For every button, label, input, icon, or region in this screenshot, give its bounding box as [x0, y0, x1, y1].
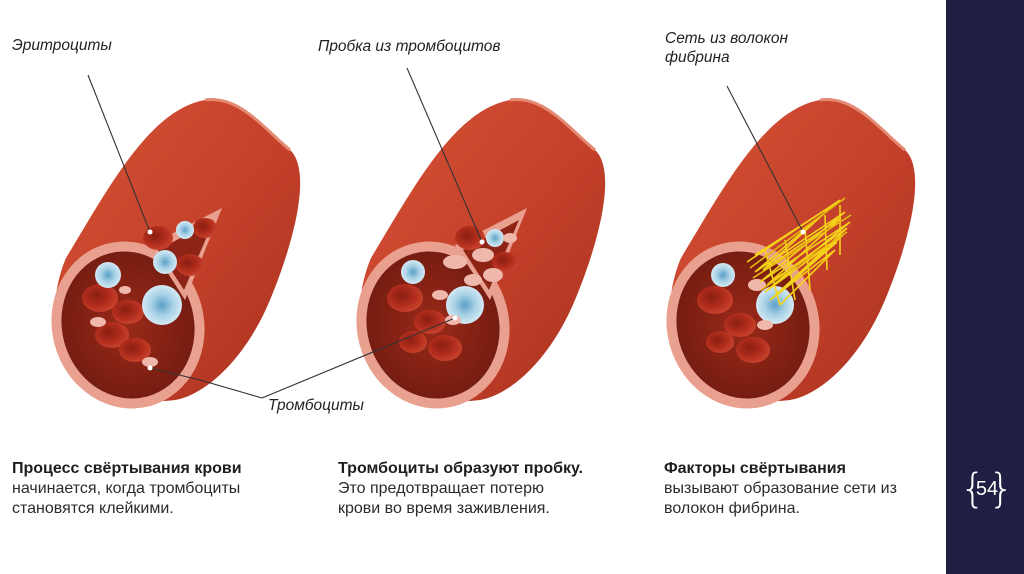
caption-1-line-2: становятся клейкими. — [12, 500, 174, 517]
right-brace-icon: } — [988, 466, 1014, 512]
page-number-value: 54 — [975, 478, 999, 500]
label-platelets: Тромбоциты — [268, 397, 364, 414]
page-number: { 54 } — [960, 466, 1014, 516]
label-platelet-plug: Пробка из тромбоцитов — [318, 38, 501, 55]
blood-clotting-diagram — [51, 67, 916, 409]
label-erythrocytes: Эритроциты — [12, 37, 112, 54]
caption-1-line-1: начинается, когда тромбоциты — [12, 480, 241, 497]
caption-1-title: Процесс свёртывания крови — [12, 460, 242, 477]
fibrin-net — [746, 197, 852, 306]
caption-2-title: Тромбоциты образуют пробку. — [338, 460, 583, 477]
caption-3-line-2: волокон фибрина. — [664, 500, 800, 517]
vessel-1 — [51, 98, 301, 409]
vessel-3 — [666, 98, 916, 409]
cells-1 — [82, 218, 217, 367]
cells-3 — [697, 263, 794, 363]
caption-3-line-1: вызывают образование сети из — [664, 480, 897, 497]
slide: Эритроциты Пробка из тромбоцитов Сеть из… — [12, 30, 916, 519]
caption-1: Процесс свёртывания крови начинается, ко… — [12, 459, 242, 519]
caption-2: Тромбоциты образуют пробку. Это предотвр… — [338, 459, 583, 519]
caption-2-line-2: крови во время заживления. — [338, 500, 550, 517]
left-brace-icon: { — [960, 466, 986, 512]
caption-3-title: Факторы свёртывания — [664, 460, 846, 477]
vessel-2 — [356, 98, 606, 409]
sidebar — [946, 0, 1024, 574]
label-fibrin-net: Сеть из волокон фибрина — [665, 30, 789, 66]
leader-lines — [87, 67, 804, 399]
caption-3: Факторы свёртывания вызывают образование… — [664, 459, 897, 519]
caption-2-line-1: Это предотвращает потерю — [338, 480, 544, 497]
leader-dots — [147, 229, 806, 371]
